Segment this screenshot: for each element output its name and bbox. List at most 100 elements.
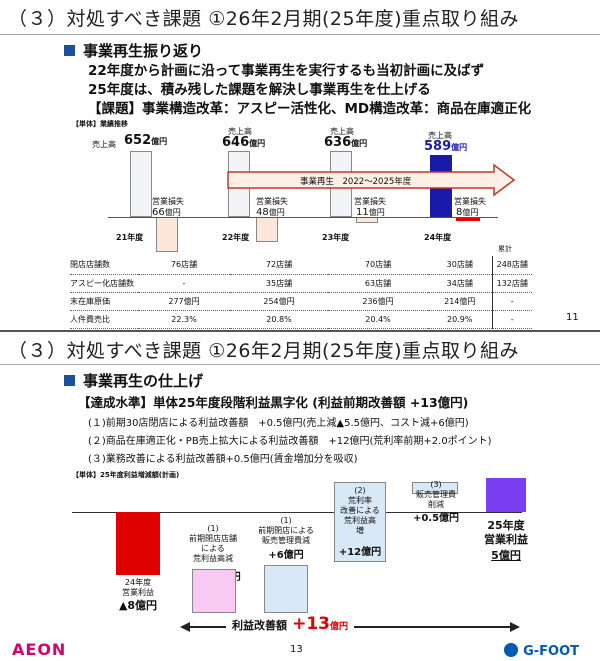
loss-number: 66 bbox=[152, 207, 165, 218]
start-title: 24年度 営業利益 bbox=[122, 578, 154, 597]
cell: 20.9% bbox=[428, 310, 492, 329]
improve-unit: 億円 bbox=[330, 622, 349, 632]
end-title: 25年度 営業利益 bbox=[484, 519, 528, 546]
sales-value: 652億円 bbox=[124, 133, 167, 148]
step2-title: (2) 荒利率 改善による 荒利益高 増 bbox=[340, 486, 380, 535]
sales-number: 652 bbox=[124, 133, 152, 148]
sales-number: 636 bbox=[324, 135, 352, 150]
cell: 30店舗 bbox=[428, 256, 492, 275]
step3-value: +0.5億円 bbox=[412, 513, 460, 524]
performance-table: 閉店店舗数 76店舗 72店舗 70店舗 30店舗 248店舗 アスピー化店舗数… bbox=[70, 256, 532, 329]
cell: 214億円 bbox=[428, 292, 492, 311]
sales-value: 589億円 bbox=[424, 139, 467, 154]
chart1-label: 【単体】業績推移 bbox=[72, 120, 128, 128]
page-number: 11 bbox=[566, 312, 579, 323]
table-row: 末在庫原価 277億円 254億円 236億円 214億円 - bbox=[70, 292, 532, 311]
cell: - bbox=[138, 274, 230, 293]
unit: 億円 bbox=[164, 208, 181, 217]
start-value: ▲8億円 bbox=[118, 599, 158, 612]
sales-label: 売上高 bbox=[92, 140, 116, 149]
sales-bar bbox=[130, 151, 152, 217]
cell: 254億円 bbox=[230, 292, 328, 311]
loss-label: 営業損失 bbox=[152, 197, 184, 206]
sales-label: 売上高 bbox=[428, 131, 452, 140]
step1b-title: (1) 前期閉店による 販売管理費減 bbox=[258, 516, 314, 545]
loss-number: 8 bbox=[456, 207, 463, 218]
item-3: (３)業務改善による利益改善額+0.5億円(賃金増加分を吸収) bbox=[88, 454, 358, 465]
cell: 277億円 bbox=[138, 292, 230, 311]
step1b-value: +6億円 bbox=[268, 550, 304, 561]
unit: 億円 bbox=[249, 139, 266, 148]
cell: - bbox=[491, 310, 532, 329]
year-label: 23年度 bbox=[322, 233, 350, 242]
improve-label: 利益改善額 +13億円 bbox=[226, 614, 355, 634]
step3-bar bbox=[412, 482, 458, 494]
loss-label: 営業損失 bbox=[256, 197, 288, 206]
section-heading: 事業再生振り返り bbox=[64, 40, 203, 61]
bullet-square-icon bbox=[64, 45, 75, 56]
loss-label: 営業損失 bbox=[454, 197, 486, 206]
cell: 20.8% bbox=[230, 310, 328, 329]
cell: 35店舗 bbox=[230, 274, 328, 293]
cell: 132店舗 bbox=[491, 274, 532, 293]
target-line: 【達成水準】単体25年度段階利益黒字化 (利益前期改善額 +13億円) bbox=[78, 395, 469, 410]
row-label: アスピー化店舗数 bbox=[70, 274, 138, 293]
slide2-title: （３）対処すべき課題 ①26年2月期(25年度)重点取り組み bbox=[8, 340, 520, 362]
cell: 34店舗 bbox=[428, 274, 492, 293]
section-heading: 事業再生の仕上げ bbox=[64, 370, 203, 391]
item-2: (２)商品在庫適正化・PB売上拡大による利益改善額 +12億円(荒利率前期+2.… bbox=[88, 436, 492, 447]
cell: 70店舗 bbox=[328, 256, 428, 275]
cell: 76店舗 bbox=[138, 256, 230, 275]
unit: 億円 bbox=[268, 208, 285, 217]
chart-baseline bbox=[108, 217, 498, 218]
end-bar bbox=[486, 478, 526, 512]
loss-number: 11 bbox=[356, 207, 369, 218]
loss-label: 営業損失 bbox=[354, 197, 386, 206]
step1b-bar bbox=[264, 565, 308, 613]
table-row: アスピー化店舗数 - 35店舗 63店舗 34店舗 132店舗 bbox=[70, 274, 532, 293]
unit: 億円 bbox=[462, 208, 479, 217]
gfoot-text: G-FOOT bbox=[523, 644, 580, 659]
section-heading-text: 事業再生振り返り bbox=[83, 42, 204, 60]
arrow-icon bbox=[227, 163, 516, 197]
year-label: 21年度 bbox=[116, 233, 144, 242]
waterfall-baseline bbox=[72, 512, 522, 513]
loss-bar bbox=[156, 217, 178, 252]
unit: 億円 bbox=[351, 139, 368, 148]
cell: 248店舗 bbox=[491, 256, 532, 275]
slide-separator bbox=[0, 330, 600, 332]
unit: 億円 bbox=[368, 208, 385, 217]
cell: 20.4% bbox=[328, 310, 428, 329]
year-label: 24年度 bbox=[424, 233, 452, 242]
step3-title: (3) 販売管理費 削減 bbox=[416, 480, 456, 509]
sales-value: 646億円 bbox=[222, 135, 265, 150]
sales-value: 636億円 bbox=[324, 135, 367, 150]
improve-value: +13 bbox=[292, 614, 330, 634]
loss-value: 8億円 bbox=[456, 207, 478, 218]
cell: 236億円 bbox=[328, 292, 428, 311]
end-value: 5億円 bbox=[491, 549, 521, 562]
chart2-label: 【単体】25年度利益増減額(計画) bbox=[72, 471, 180, 479]
loss-value: 11億円 bbox=[356, 207, 385, 218]
step2-bar bbox=[334, 482, 386, 562]
table-row: 人件費売比 22.3% 20.8% 20.4% 20.9% - bbox=[70, 310, 532, 329]
cell: 63店舗 bbox=[328, 274, 428, 293]
loss-number: 48 bbox=[256, 207, 269, 218]
cell: 22.3% bbox=[138, 310, 230, 329]
body-line-1: 22年度から計画に沿って事業再生を実行するも当初計画に及ばず bbox=[88, 63, 485, 79]
item-1: (１)前期30店閉店による利益改善額 +0.5億円(売上減▲5.5億円、コスト減… bbox=[88, 418, 469, 429]
gfoot-logo: G-FOOT bbox=[504, 640, 579, 659]
loss-value: 48億円 bbox=[256, 207, 285, 218]
start-bar bbox=[116, 512, 160, 575]
step1a-bar bbox=[192, 569, 236, 613]
page-number: 13 bbox=[290, 644, 303, 655]
row-label: 閉店店舗数 bbox=[70, 256, 138, 275]
aeon-logo: AEON bbox=[12, 640, 67, 659]
sales-label: 売上高 bbox=[330, 127, 354, 136]
gfoot-mark-icon bbox=[504, 643, 518, 657]
table-row: 閉店店舗数 76店舗 72店舗 70店舗 30店舗 248店舗 bbox=[70, 256, 532, 275]
title-divider bbox=[0, 364, 600, 365]
year-label: 22年度 bbox=[222, 233, 250, 242]
title-divider bbox=[0, 34, 600, 35]
slide1-title: （３）対処すべき課題 ①26年2月期(25年度)重点取り組み bbox=[8, 8, 520, 30]
